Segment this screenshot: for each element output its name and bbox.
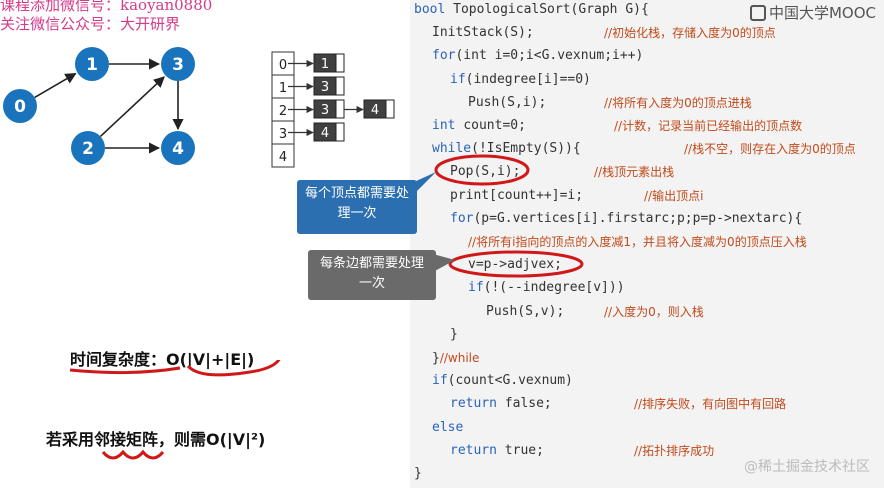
adj-entry: 4: [321, 126, 329, 141]
adj-entry: 4: [371, 103, 379, 118]
adj-row-4: 4: [271, 143, 295, 168]
graph-node-label: 1: [86, 55, 98, 75]
code-line: Push(S,v);//入度为0，则入栈: [486, 303, 704, 319]
matrix-underline: [101, 449, 165, 460]
footer-watermark: @稀土掘金技术社区: [744, 459, 870, 475]
graph-node-2: 2: [71, 131, 105, 165]
vertex-callout: 每个顶点都需要处理一次: [297, 180, 417, 234]
graph-edge-2-3: [99, 76, 165, 137]
watermark-line1: 课程添加微信号：kaoyan0880: [0, 0, 213, 14]
vertex-callout-pointer: [414, 172, 436, 194]
code-line: if(indegree[i]==0): [450, 71, 591, 87]
code-line: InitStack(S);//初始化栈，存储入度为0的顶点: [432, 25, 776, 41]
graph-node-0: 0: [3, 89, 37, 123]
code-line: Pop(S,i);//栈顶元素出栈: [450, 164, 675, 180]
graph-node-4: 4: [161, 131, 195, 165]
code-line: else: [432, 419, 464, 435]
complexity-value: O(|V|+|E|): [166, 350, 255, 369]
watermark-line2: 关注微信公众号：大开研界: [0, 15, 181, 33]
code-line: print[count++]=i;//输出顶点i: [450, 187, 704, 203]
code-line: int count=0;//计数，记录当前已经输出的顶点数: [432, 118, 803, 133]
adj-index: 2: [279, 104, 287, 119]
complexity-label: 时间复杂度：: [70, 350, 167, 369]
code-line: //将所有i指向的顶点的入度减1，并且将入度减为0的顶点压入栈: [468, 235, 807, 249]
code-panel: 中国大学MOOC bool TopologicalSort(Graph G){ I…: [410, 0, 884, 488]
code-line: }//while: [432, 351, 480, 366]
code-line: if(count<G.vexnum): [432, 373, 573, 389]
adj-entry: 3: [321, 80, 329, 95]
graph-node-3: 3: [161, 47, 195, 81]
graph-node-label: 2: [82, 139, 94, 159]
code-line: while(!IsEmpty(S)){//栈不空，则存在入度为0的顶点: [432, 141, 856, 157]
adj-entry: 1: [321, 57, 329, 72]
code-line: for(int i=0;i<G.vexnum;i++): [432, 48, 644, 64]
graph-node-1: 1: [75, 47, 109, 81]
mooc-logo-icon: [749, 5, 766, 21]
code-line: for(p=G.vertices[i].firstarc;p;p=p->next…: [450, 210, 803, 226]
graph-node-label: 0: [14, 97, 26, 117]
code-line: Push(S,i);//将所有入度为0的顶点进栈: [468, 94, 752, 110]
pop-highlight-ellipse: [434, 154, 530, 186]
code-line: if(!(--indegree[v])): [468, 280, 625, 296]
code-line: }: [414, 466, 422, 481]
code-line: }: [450, 326, 458, 342]
adj-index: 0: [279, 58, 287, 73]
adj-entry: 3: [321, 103, 329, 118]
complexity-line: 时间复杂度：O(|V|+|E|): [70, 346, 254, 370]
matrix-note: 若采用邻接矩阵，则需O(|V|²): [46, 430, 266, 449]
graph-node-label: 4: [172, 139, 184, 159]
code-line: return true;//拓扑排序成功: [450, 442, 715, 458]
adj-row-2: 2 3 4: [271, 97, 395, 122]
adj-index: 4: [279, 150, 287, 165]
adj-index: 1: [279, 81, 287, 96]
edge-callout-pointer: [433, 254, 455, 272]
code-line: return false;//排序失败，有向图中有回路: [450, 396, 787, 412]
graph-node-label: 3: [172, 55, 184, 75]
edge-callout: 每条边都需要处理一次: [308, 250, 436, 300]
graph-diagram: 0 1 2 3 4: [3, 47, 195, 165]
adjvex-highlight-ellipse: [448, 250, 584, 278]
mooc-logo: 中国大学MOOC: [749, 2, 876, 23]
graph-edge-0-1: [34, 72, 77, 99]
complexity-underline: [69, 360, 281, 377]
code-line: v=p->adjvex;: [468, 257, 562, 273]
code-line: bool TopologicalSort(Graph G){: [414, 2, 649, 17]
adj-index: 3: [279, 127, 287, 142]
